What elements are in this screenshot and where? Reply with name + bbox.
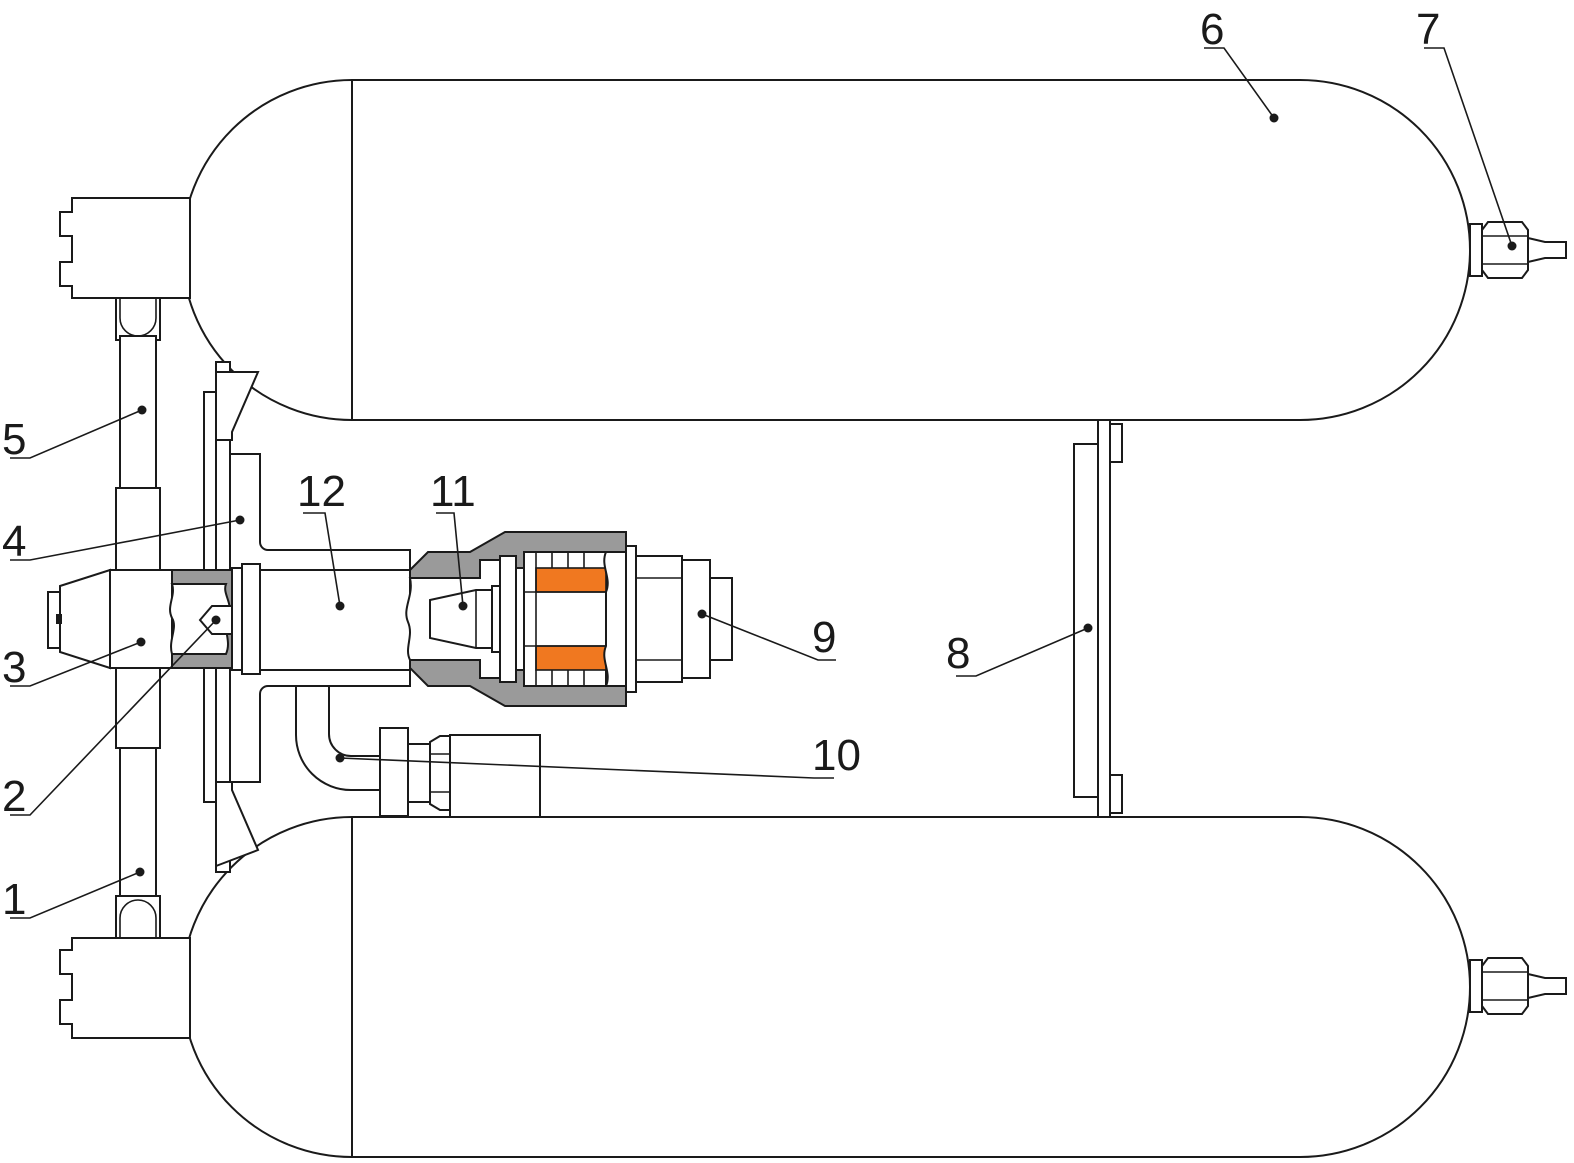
lower-end-cap <box>59 937 191 1039</box>
bent-tube <box>295 685 385 791</box>
vertical-tube <box>115 297 161 939</box>
pressure-head <box>405 531 733 707</box>
label-8: 8 <box>946 629 970 678</box>
label-7: 7 <box>1416 5 1440 54</box>
label-11: 11 <box>430 467 476 516</box>
lower-tank-valve <box>1469 957 1567 1015</box>
lower-tank <box>181 816 1471 1158</box>
label-12: 12 <box>297 467 346 516</box>
main-pipe <box>259 569 411 671</box>
callout-labels: 1 2 3 4 5 6 7 8 9 10 11 12 <box>2 5 1440 924</box>
upper-tank <box>181 79 1471 421</box>
label-3: 3 <box>2 643 26 692</box>
label-9: 9 <box>812 613 836 662</box>
upper-tank-valve <box>1469 221 1567 279</box>
nozzle <box>47 568 173 670</box>
tank-bracket <box>1073 419 1123 818</box>
label-10: 10 <box>812 731 861 780</box>
label-1: 1 <box>2 875 26 924</box>
leader-lines <box>10 47 1513 919</box>
label-2: 2 <box>2 772 26 821</box>
upper-end-cap <box>59 197 191 299</box>
leader-dots <box>135 113 1517 877</box>
label-4: 4 <box>2 517 26 566</box>
side-valve-unit <box>379 727 541 818</box>
label-6: 6 <box>1200 5 1224 54</box>
label-5: 5 <box>2 415 26 464</box>
